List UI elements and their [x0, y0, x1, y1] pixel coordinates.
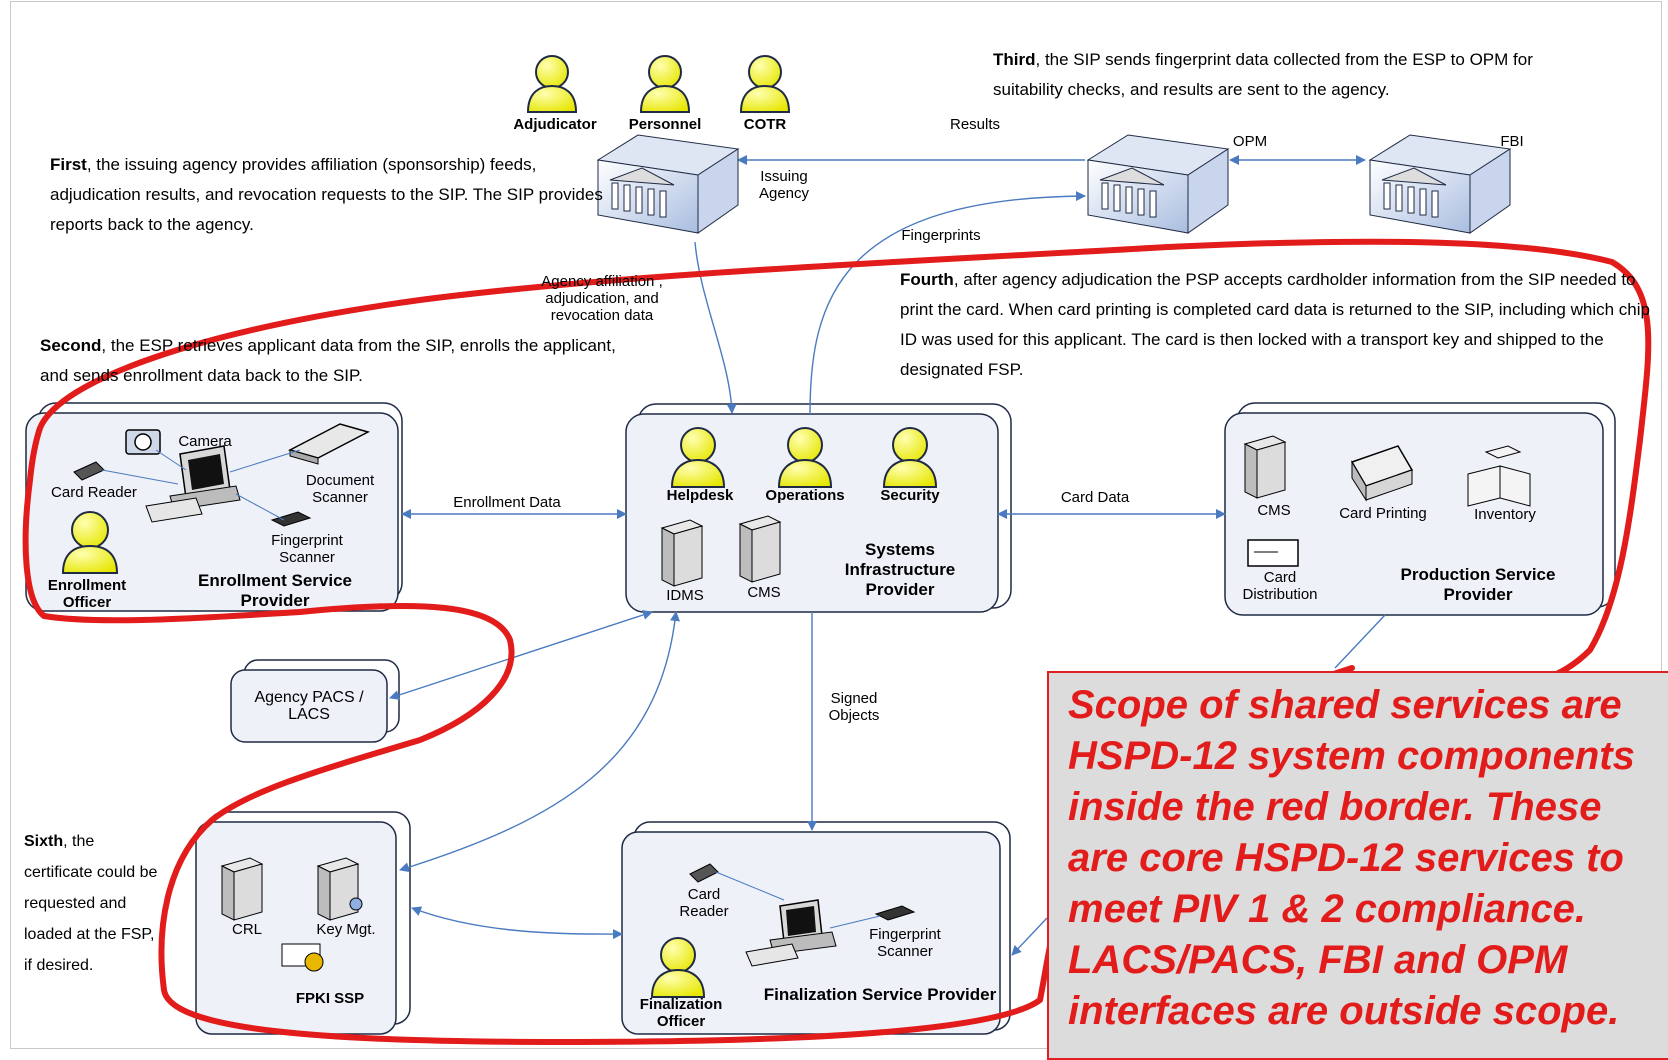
label-crl: CRL [231, 921, 262, 938]
crl-server-icon [220, 857, 264, 921]
person-operations-icon [777, 427, 833, 488]
person-security-icon [882, 427, 938, 488]
label-camera: Camera [178, 433, 232, 450]
label-esp: Enrollment Service Provider [197, 571, 352, 610]
person-helpdesk-icon [670, 427, 726, 488]
opm-building [1086, 134, 1230, 234]
fsp-card-reader-icon [689, 863, 719, 883]
text-third-lead: Third [993, 50, 1036, 69]
label-operations: Operations [765, 487, 845, 504]
label-inventory: Inventory [1474, 506, 1536, 523]
scope-red-border [22, 238, 1652, 1045]
fingerprint-scanner-icon [270, 511, 312, 527]
text-fourth-lead: Fourth [900, 270, 954, 289]
text-first-lead: First [50, 155, 87, 174]
fsp-links [715, 871, 881, 929]
label-agency-data: Agency affiliation , adjudication, and r… [541, 273, 663, 324]
cms-server-icon [738, 515, 782, 583]
label-fsp: Finalization Service Provider [763, 985, 997, 1004]
card-printer-icon [1350, 445, 1414, 502]
label-personnel: Personnel [628, 116, 702, 133]
edge-scope-fsp [1011, 917, 1048, 956]
label-fingerprint-scanner: Fingerprint Scanner [271, 532, 343, 566]
edge-psp-fsp [1334, 614, 1386, 669]
fsp-fingerprint-scanner-icon [874, 905, 916, 921]
label-results: Results [949, 116, 1001, 133]
text-sixth: Sixth, the certificate could be requeste… [24, 826, 166, 981]
document-scanner-icon [287, 423, 371, 465]
person-adjudicator-icon [526, 55, 578, 113]
label-cotr: COTR [743, 116, 787, 133]
label-fsp-card-reader: Card Reader [679, 886, 729, 920]
edge-pacs [389, 610, 653, 700]
label-helpdesk: Helpdesk [666, 487, 734, 504]
label-card-reader: Card Reader [51, 484, 137, 501]
inventory-boxes-icon [1467, 445, 1531, 507]
label-document-scanner: Document Scanner [305, 472, 375, 506]
diagram-frame [10, 1, 1662, 1049]
label-fsp-fingerprint-scanner: Fingerprint Scanner [869, 926, 941, 960]
label-card-distribution: Card Distribution [1242, 569, 1318, 603]
card-distribution-icon [1247, 539, 1299, 567]
text-second: Second, the ESP retrieves applicant data… [40, 331, 620, 399]
edge-fpki-fsp [411, 906, 623, 940]
person-personnel-icon [639, 55, 691, 113]
text-first: First, the issuing agency provides affil… [50, 150, 610, 240]
label-enrollment-data: Enrollment Data [453, 494, 561, 511]
person-enrollment-officer-icon [61, 511, 119, 574]
label-adjudicator: Adjudicator [513, 116, 597, 133]
esp-links [101, 449, 301, 521]
key-mgt-server-icon [316, 857, 363, 921]
label-fingerprints: Fingerprints [901, 227, 981, 244]
text-sixth-lead: Sixth [24, 833, 64, 850]
text-third-body: , the SIP sends fingerprint data collect… [993, 50, 1533, 99]
edge-agency-data [694, 241, 737, 414]
text-second-lead: Second [40, 336, 102, 355]
camera-icon [125, 429, 161, 455]
label-opm: OPM [1232, 133, 1268, 150]
fsp-computer-icon [745, 899, 837, 967]
idms-server-icon [660, 519, 704, 587]
label-card-printing: Card Printing [1339, 505, 1427, 522]
label-issuing-agency: Issuing Agency [758, 168, 810, 202]
label-security: Security [880, 487, 940, 504]
text-fourth-body: , after agency adjudication the PSP acce… [900, 270, 1650, 379]
label-signed-objects: Signed Objects [828, 690, 880, 724]
psp-cms-server-icon [1243, 435, 1287, 499]
label-fbi: FBI [1500, 133, 1524, 150]
label-cms: CMS [747, 584, 781, 601]
scope-callout [1047, 671, 1668, 1060]
esp-computer-icon [145, 445, 241, 523]
psp-box [1224, 402, 1616, 616]
edge-fpki-sip [399, 611, 680, 873]
issuing-agency-building [596, 134, 740, 234]
label-enrollment-officer: Enrollment Officer [47, 577, 127, 611]
text-fourth: Fourth, after agency adjudication the PS… [900, 265, 1660, 385]
label-psp-cms: CMS [1257, 502, 1291, 519]
label-fpki: FPKI SSP [295, 990, 365, 1007]
certificate-gear-icon [281, 943, 324, 972]
text-third: Third, the SIP sends fingerprint data co… [993, 45, 1553, 105]
label-psp: Production Service Provider [1400, 565, 1556, 604]
text-first-body: , the issuing agency provides affiliatio… [50, 155, 603, 234]
scope-note-text: Scope of shared services are HSPD-12 sys… [1068, 683, 1635, 1033]
label-agency-pacs: Agency PACS / LACS [254, 689, 364, 723]
person-cotr-icon [739, 55, 791, 113]
label-sip: Systems Infrastructure Provider [844, 540, 956, 599]
person-finalization-officer-icon [650, 937, 706, 998]
fbi-building [1368, 134, 1512, 234]
agency-pacs-box [230, 659, 400, 743]
text-second-body: , the ESP retrieves applicant data from … [40, 336, 616, 385]
label-key-mgt: Key Mgt. [316, 921, 376, 938]
text-sixth-body: , the certificate could be requested and… [24, 833, 158, 974]
label-card-data: Card Data [1060, 489, 1130, 506]
label-idms: IDMS [666, 587, 704, 604]
label-finalization-officer: Finalization Officer [639, 996, 723, 1030]
